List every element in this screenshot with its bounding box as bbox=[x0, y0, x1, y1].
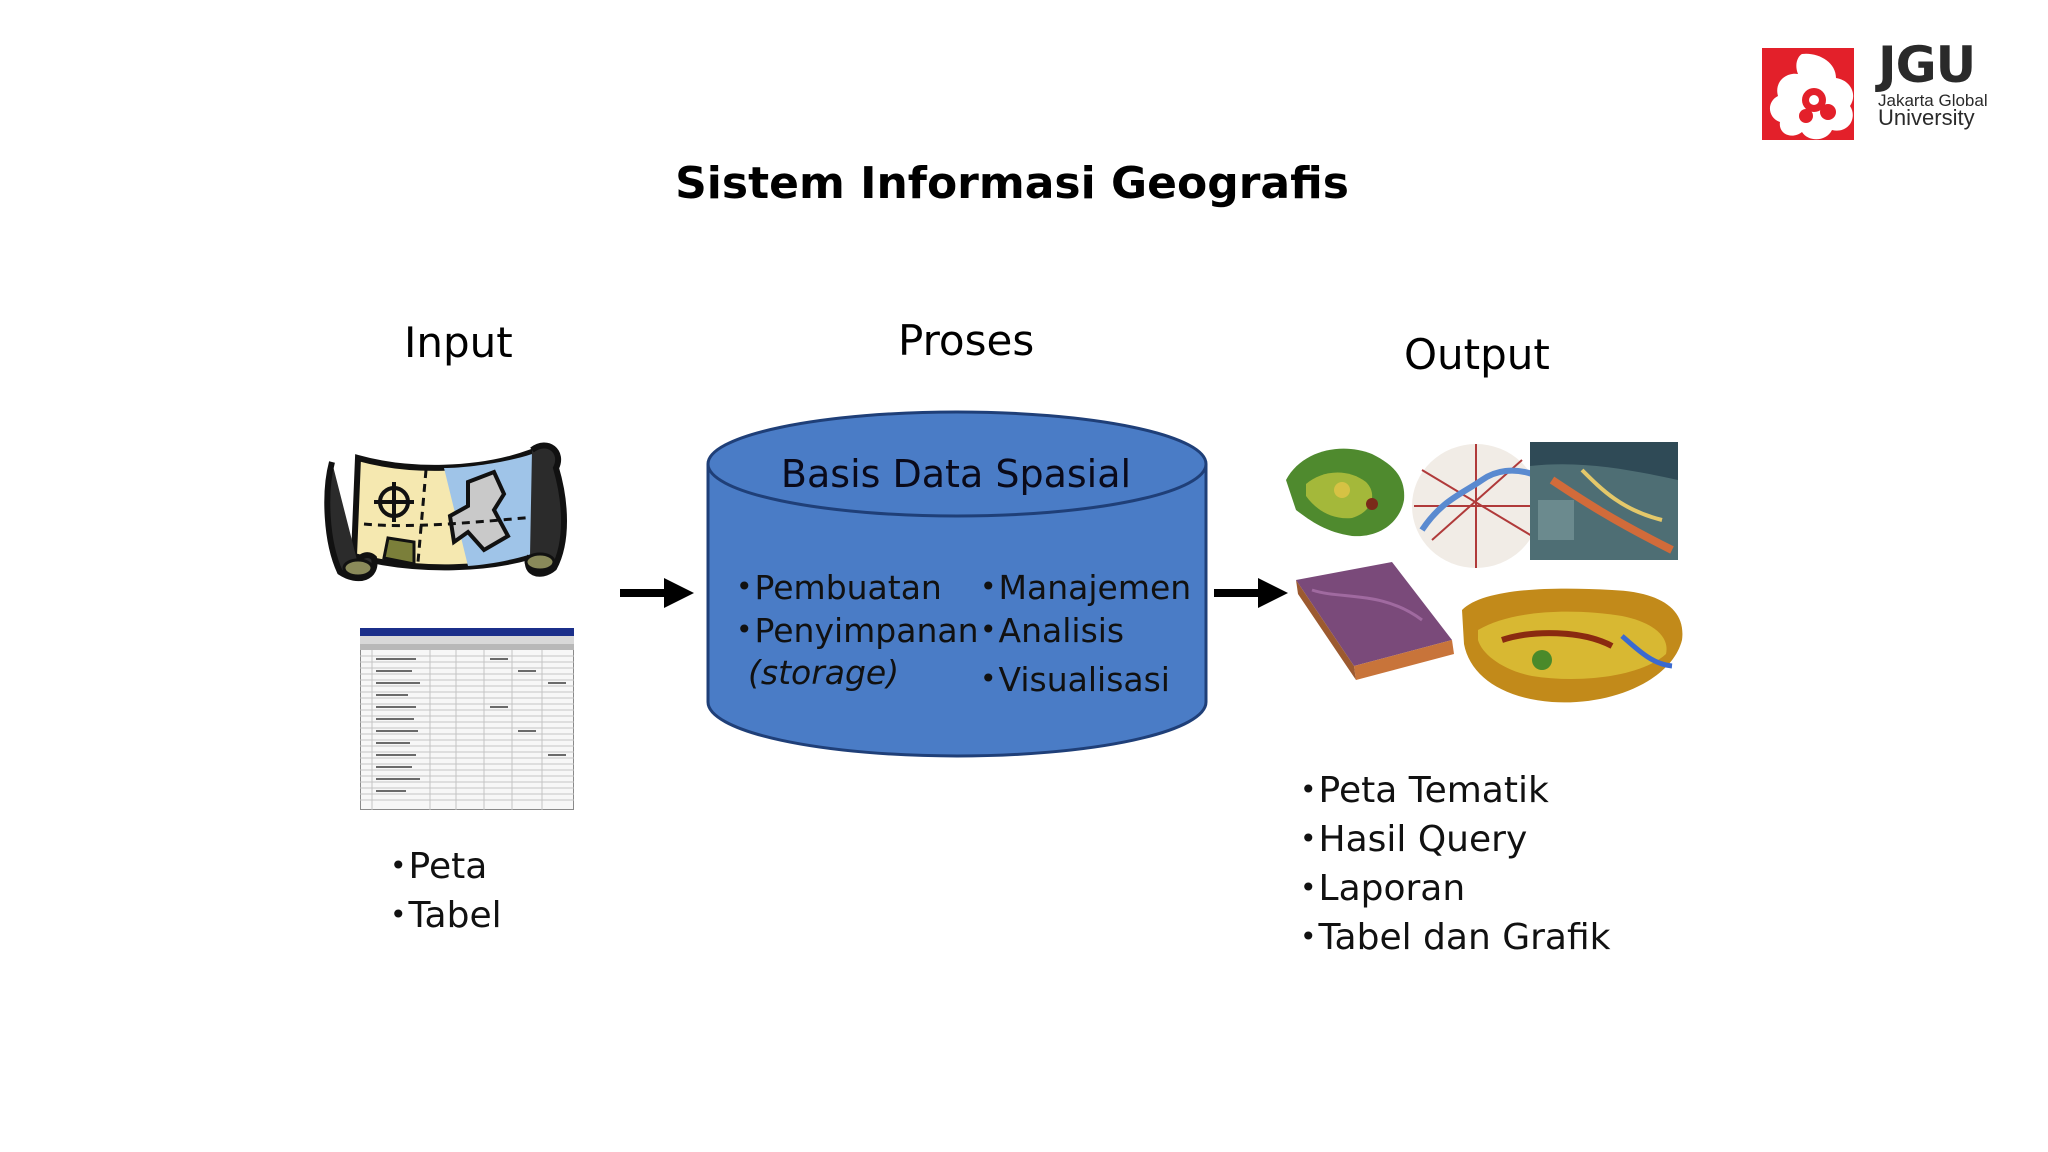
output-list: •Peta Tematik •Hasil Query •Laporan •Tab… bbox=[1300, 766, 1611, 962]
page-title: Sistem Informasi Geografis bbox=[675, 158, 1349, 209]
logo-line2: University bbox=[1878, 105, 1975, 130]
logo-line1: Jakarta Global bbox=[1878, 91, 1988, 110]
process-heading: Proses bbox=[898, 316, 1035, 365]
process-list-left: •Pembuatan •Penyimpanan (storage) bbox=[736, 566, 979, 694]
output-maps-collage bbox=[1286, 442, 1683, 703]
input-list: •Peta •Tabel bbox=[390, 842, 502, 940]
input-item-peta: •Peta bbox=[390, 846, 488, 887]
process-item-storage-note: (storage) bbox=[748, 653, 900, 692]
process-item-penyimpanan: •Penyimpanan bbox=[736, 611, 979, 650]
terrain-3d-block bbox=[1296, 562, 1452, 666]
output-item-laporan: •Laporan bbox=[1300, 868, 1466, 909]
jgu-emblem-icon bbox=[1762, 48, 1854, 140]
logo-abbreviation: JGU bbox=[1878, 36, 1976, 94]
input-item-tabel: •Tabel bbox=[390, 895, 502, 936]
process-item-visualisasi: •Visualisasi bbox=[980, 660, 1170, 699]
database-label: Basis Data Spasial bbox=[780, 452, 1132, 496]
output-heading: Output bbox=[1404, 330, 1550, 379]
table-screenshot-icon bbox=[360, 628, 574, 810]
map-scroll-icon bbox=[324, 442, 567, 582]
arrow-right-icon bbox=[1214, 578, 1288, 608]
input-heading: Input bbox=[404, 318, 513, 367]
output-item-tabel-grafik: •Tabel dan Grafik bbox=[1300, 917, 1611, 958]
process-item-pembuatan: •Pembuatan bbox=[736, 568, 942, 607]
process-list-right: •Manajemen •Analisis •Visualisasi bbox=[980, 566, 1191, 701]
process-item-manajemen: •Manajemen bbox=[980, 568, 1192, 607]
output-item-hasil-query: •Hasil Query bbox=[1300, 819, 1528, 860]
output-item-peta-tematik: •Peta Tematik bbox=[1300, 770, 1549, 811]
database-cylinder bbox=[706, 410, 1208, 758]
jgu-logo: JGU Jakarta Global University bbox=[1740, 38, 2012, 150]
arrow-right-icon bbox=[620, 578, 694, 608]
process-item-analisis: •Analisis bbox=[980, 611, 1125, 650]
